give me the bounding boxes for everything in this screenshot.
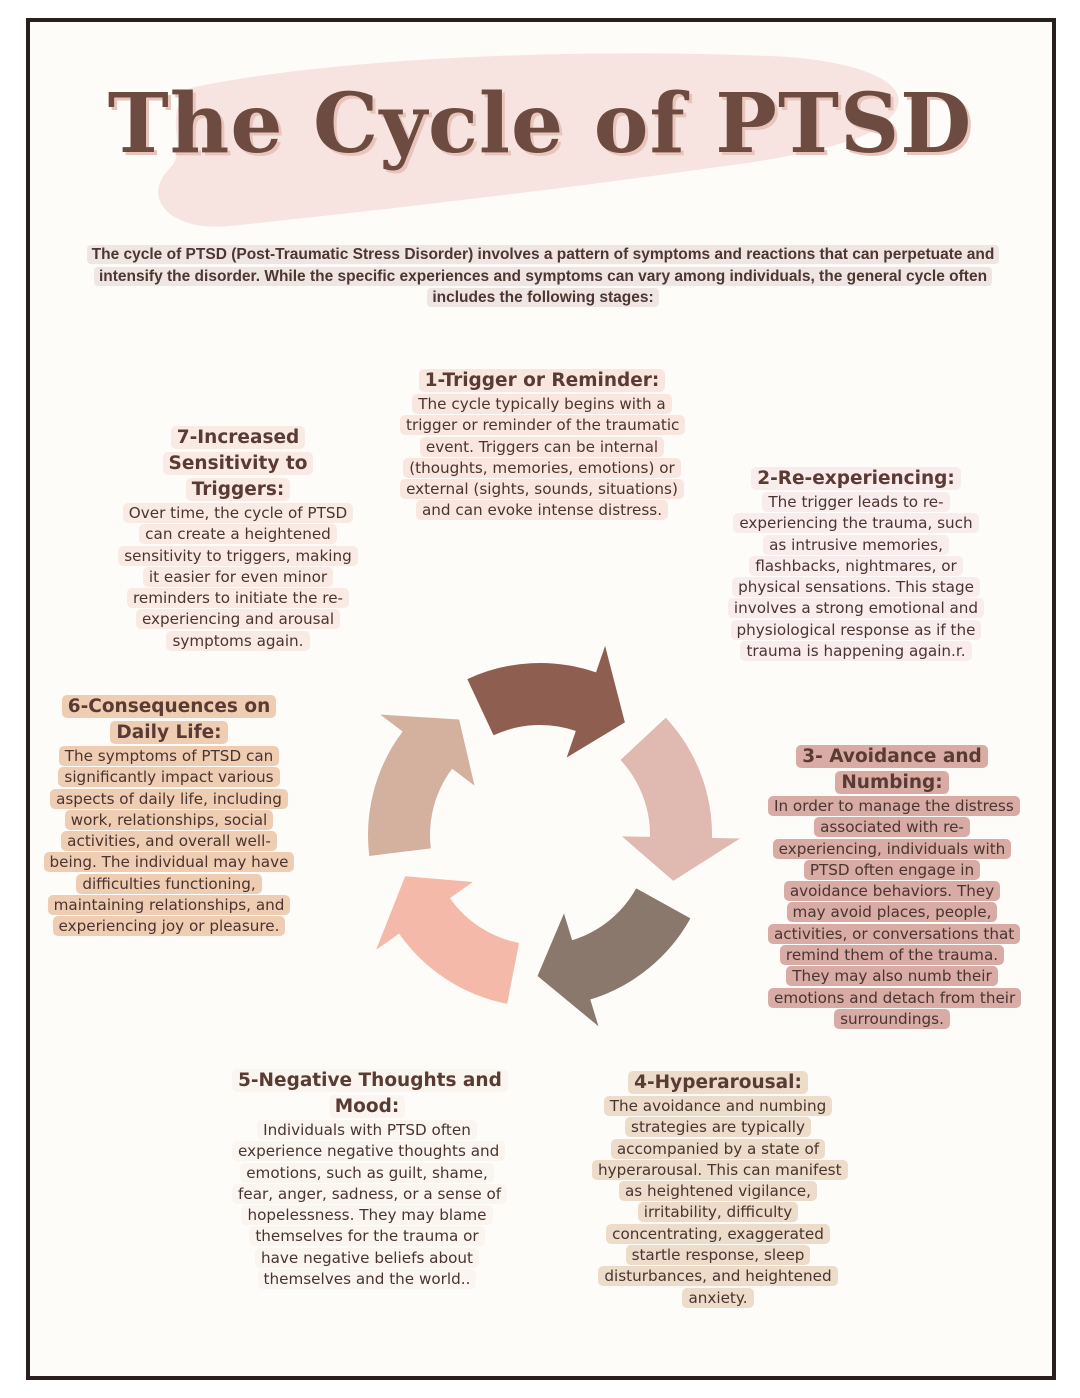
stage-7-heading: 7-Increased Sensitivity to Triggers:: [118, 425, 358, 503]
stage-3-text: In order to manage the distress associat…: [768, 796, 1022, 1030]
stage-1-text: The cycle typically begins with a trigge…: [400, 394, 686, 522]
stage-4-heading: 4-Hyperarousal:: [592, 1070, 844, 1096]
cycle-arrow-4: [376, 876, 520, 1004]
stage-2: 2-Re-experiencing: The trigger leads to …: [726, 466, 986, 662]
stage-6-heading: 6-Consequences on Daily Life:: [42, 694, 296, 746]
stage-4-text: The avoidance and numbing strategies are…: [592, 1096, 848, 1309]
stage-3-heading: 3- Avoidance and Numbing:: [768, 744, 1016, 796]
stage-6-text: The symptoms of PTSD can significantly i…: [42, 746, 296, 938]
cycle-arrow-3: [537, 888, 691, 1027]
stage-4: 4-Hyperarousal: The avoidance and numbin…: [592, 1070, 848, 1309]
intro-text: The cycle of PTSD (Post-Traumatic Stress…: [78, 244, 1008, 309]
cycle-arrow-5: [368, 714, 475, 856]
stage-3: 3- Avoidance and Numbing: In order to ma…: [768, 744, 1022, 1030]
cycle-diagram: [368, 645, 740, 1027]
page-title: The Cycle of PTSD: [107, 76, 973, 172]
stage-2-heading: 2-Re-experiencing:: [726, 466, 986, 492]
stage-5-heading: 5-Negative Thoughts and Mood:: [232, 1068, 508, 1120]
stage-7: 7-Increased Sensitivity to Triggers: Ove…: [118, 425, 358, 652]
stage-5: 5-Negative Thoughts and Mood: Individual…: [232, 1068, 508, 1290]
stage-1-heading: 1-Trigger or Reminder:: [400, 368, 684, 394]
cycle-arrow-2: [620, 717, 740, 881]
stage-5-text: Individuals with PTSD often experience n…: [232, 1120, 508, 1290]
stage-1: 1-Trigger or Reminder: The cycle typical…: [400, 368, 686, 522]
stage-7-text: Over time, the cycle of PTSD can create …: [118, 503, 358, 652]
stage-6: 6-Consequences on Daily Life: The sympto…: [42, 694, 296, 938]
cycle-arrow-1: [467, 645, 625, 758]
title-brush-stroke: [158, 53, 899, 227]
stage-2-text: The trigger leads to re-experiencing the…: [726, 492, 986, 662]
